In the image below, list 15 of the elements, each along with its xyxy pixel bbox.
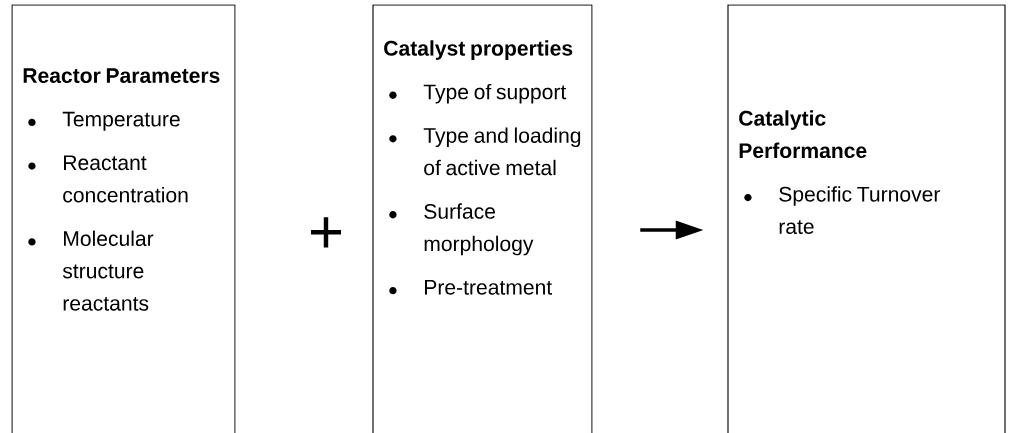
node-label: Specific Turnover rate bbox=[779, 186, 941, 234]
text-box: Reactor Parameters Temperature Reactant concentration Molecular structure reactants bbox=[11, 4, 236, 433]
node-label: Molecular structure reactants bbox=[62, 230, 154, 311]
text-box: Catalyst properties Type of support Type and loading of active metal Surface morphology Pre-treatment bbox=[372, 4, 593, 433]
plus-sign: + bbox=[310, 217, 341, 248]
node-label: Pre-treatment bbox=[425, 280, 553, 295]
node-label: Surface morphology bbox=[424, 203, 534, 256]
node-label: Reactant concentration bbox=[63, 155, 188, 203]
text-box: Catalytic Performance Specific Turnover rate bbox=[727, 4, 1006, 433]
node-label: Temperature bbox=[62, 111, 180, 131]
node-label: Reactor Parameters bbox=[23, 68, 220, 83]
node-label: Catalyst properties bbox=[384, 40, 573, 60]
node-label: Type of support bbox=[423, 83, 567, 104]
node-label: Catalytic Performance bbox=[739, 110, 867, 159]
node-label: Type and loading of active metal bbox=[423, 127, 581, 176]
